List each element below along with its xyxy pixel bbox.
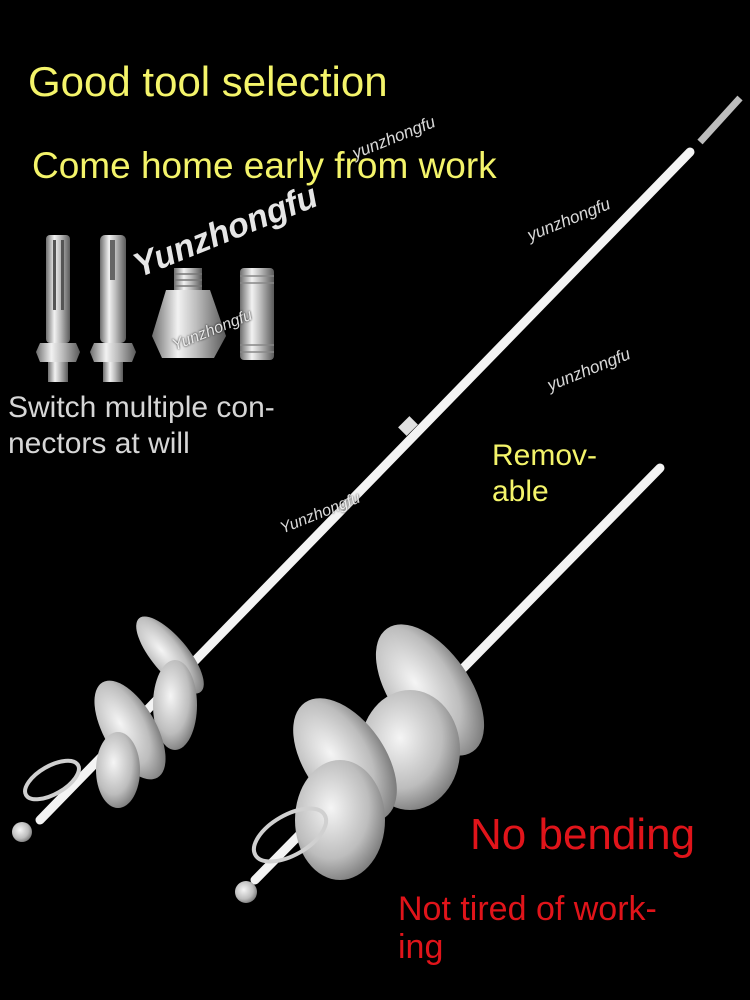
no-bending-caption: No bending <box>470 810 696 859</box>
not-tired-caption: Not tired of work- ing <box>398 890 657 966</box>
connectors-caption: Switch multiple con- nectors at will <box>8 391 275 460</box>
subheadline: Come home early from work <box>32 145 497 186</box>
headline: Good tool selection <box>28 58 388 105</box>
long-mixer-paddle <box>12 95 743 842</box>
sds-connector-icon <box>36 235 80 382</box>
short-mixer-paddle <box>235 463 665 903</box>
coupling-connector-icon <box>240 268 274 360</box>
sds-round-connector-icon <box>90 235 136 382</box>
removable-caption: Remov- able <box>492 439 598 508</box>
threaded-adapter-icon <box>152 268 226 358</box>
